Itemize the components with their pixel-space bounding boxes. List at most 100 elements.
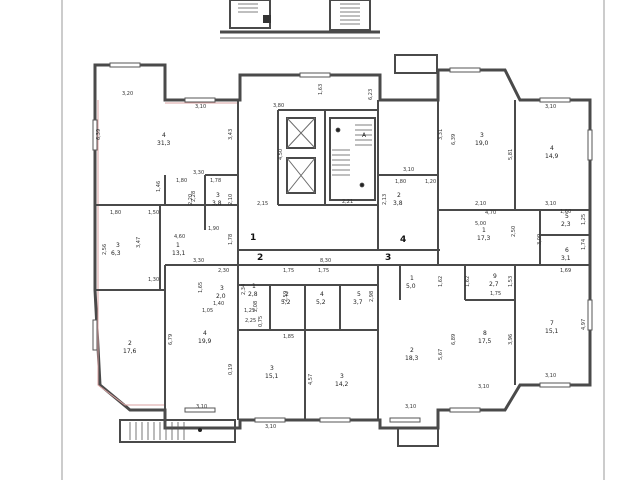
svg-text:3,31: 3,31 [438, 129, 444, 140]
room-area: 3,8 [393, 200, 403, 207]
room-area: 17,3 [477, 235, 491, 242]
svg-text:1,75: 1,75 [318, 268, 329, 274]
svg-text:4,70: 4,70 [485, 210, 496, 216]
room-number: 7 [550, 320, 554, 327]
svg-text:3,10: 3,10 [478, 384, 489, 390]
room-area: 3,7 [353, 299, 363, 306]
balcony-top-right [394, 54, 438, 74]
room-number: 1 [176, 242, 180, 249]
room-area: 3,8 [212, 200, 222, 207]
svg-text:1,69: 1,69 [560, 268, 571, 274]
svg-text:1,75: 1,75 [283, 268, 294, 274]
svg-text:2,21: 2,21 [342, 199, 353, 205]
svg-text:1,05: 1,05 [202, 308, 213, 314]
svg-text:2,15: 2,15 [257, 201, 268, 207]
room-number: 9 [493, 273, 497, 280]
room-number: 3 [216, 192, 220, 199]
central-stair [329, 117, 376, 201]
room-number: 8 [483, 330, 487, 337]
svg-text:6,39: 6,39 [96, 129, 102, 140]
room-area: 17,6 [123, 348, 137, 355]
svg-text:4,50: 4,50 [278, 149, 284, 160]
room-number: 3 [220, 285, 224, 292]
outer-wall [93, 63, 592, 430]
room-number: 2 [397, 192, 401, 199]
svg-text:1,53: 1,53 [508, 276, 514, 287]
svg-text:1,78: 1,78 [228, 234, 234, 245]
svg-text:6,89: 6,89 [451, 334, 457, 345]
svg-text:1,62: 1,62 [465, 276, 471, 287]
svg-text:2,20: 2,20 [188, 194, 194, 205]
room-number: 4 [203, 330, 207, 337]
room-number: А [362, 132, 367, 139]
svg-text:8,30: 8,30 [320, 258, 331, 264]
svg-text:3,10: 3,10 [545, 104, 556, 110]
svg-text:1,80: 1,80 [395, 179, 406, 185]
axis-label: 4 [400, 235, 406, 245]
room-number: 4 [320, 291, 324, 298]
svg-text:2,98: 2,98 [369, 291, 375, 302]
room-number: 3 [116, 242, 120, 249]
room-area: 2,8 [248, 291, 258, 298]
svg-text:3,10: 3,10 [403, 167, 414, 173]
svg-text:3,80: 3,80 [273, 103, 284, 109]
room-area: 15,1 [545, 328, 559, 335]
svg-text:2,59: 2,59 [283, 291, 289, 302]
svg-text:2,34: 2,34 [241, 284, 247, 295]
svg-text:2,13: 2,13 [382, 194, 388, 205]
top-stair-block [220, 0, 380, 39]
room-area: 14,9 [545, 153, 559, 160]
room-number: 5 [357, 291, 361, 298]
svg-text:3,10: 3,10 [545, 373, 556, 379]
room-area: 5,0 [406, 283, 416, 290]
svg-text:1,62: 1,62 [438, 276, 444, 287]
room-number: 5 [565, 213, 569, 220]
svg-text:3,20: 3,20 [122, 91, 133, 97]
svg-text:4,97: 4,97 [581, 319, 587, 330]
room-area: 3,1 [561, 255, 571, 262]
room-area: 13,1 [172, 250, 186, 257]
room-number: 2 [410, 347, 414, 354]
svg-text:1,75: 1,75 [490, 291, 501, 297]
room-area: 2,0 [216, 293, 226, 300]
room-number: 4 [550, 145, 554, 152]
svg-text:2,10: 2,10 [475, 201, 486, 207]
svg-text:1,80: 1,80 [110, 210, 121, 216]
red-outline [97, 100, 165, 406]
svg-text:1,78: 1,78 [210, 178, 221, 184]
svg-text:3,10: 3,10 [405, 404, 416, 410]
room-area: 19,9 [198, 338, 212, 345]
svg-text:2,50: 2,50 [511, 226, 517, 237]
svg-text:1,25: 1,25 [581, 214, 587, 225]
room-number: 3 [270, 365, 274, 372]
svg-text:4,60: 4,60 [174, 234, 185, 240]
room-area: 5,2 [281, 299, 291, 306]
axis-label: 2 [257, 253, 263, 263]
svg-text:2,56: 2,56 [102, 244, 108, 255]
svg-text:5,67: 5,67 [438, 349, 444, 360]
svg-text:2,10: 2,10 [228, 194, 234, 205]
svg-text:5,00: 5,00 [475, 221, 486, 227]
svg-text:0,75: 0,75 [258, 316, 264, 327]
room-area: 31,3 [157, 140, 171, 147]
svg-text:3,43: 3,43 [228, 129, 234, 140]
room-area: 18,3 [405, 355, 419, 362]
svg-text:4,57: 4,57 [308, 374, 314, 385]
svg-text:1,40: 1,40 [213, 301, 224, 307]
svg-text:1,20: 1,20 [425, 179, 436, 185]
svg-text:6,79: 6,79 [168, 334, 174, 345]
room-area: 2,3 [561, 221, 571, 228]
elevator-shafts [286, 117, 316, 194]
svg-text:2,30: 2,30 [218, 268, 229, 274]
room-number: 3 [480, 132, 484, 139]
room-labels: 4 31,3 3 3,8 3 6,3 1 13,1 2 17,6 4 19,9 … [111, 132, 571, 388]
svg-text:3,47: 3,47 [136, 237, 142, 248]
axis-label: 1 [250, 233, 256, 243]
room-number: 6 [565, 247, 569, 254]
svg-text:1,46: 1,46 [156, 181, 162, 192]
svg-text:3,10: 3,10 [265, 424, 276, 430]
windows [92, 62, 593, 423]
svg-text:3,10: 3,10 [195, 104, 206, 110]
svg-text:5,81: 5,81 [508, 149, 514, 160]
